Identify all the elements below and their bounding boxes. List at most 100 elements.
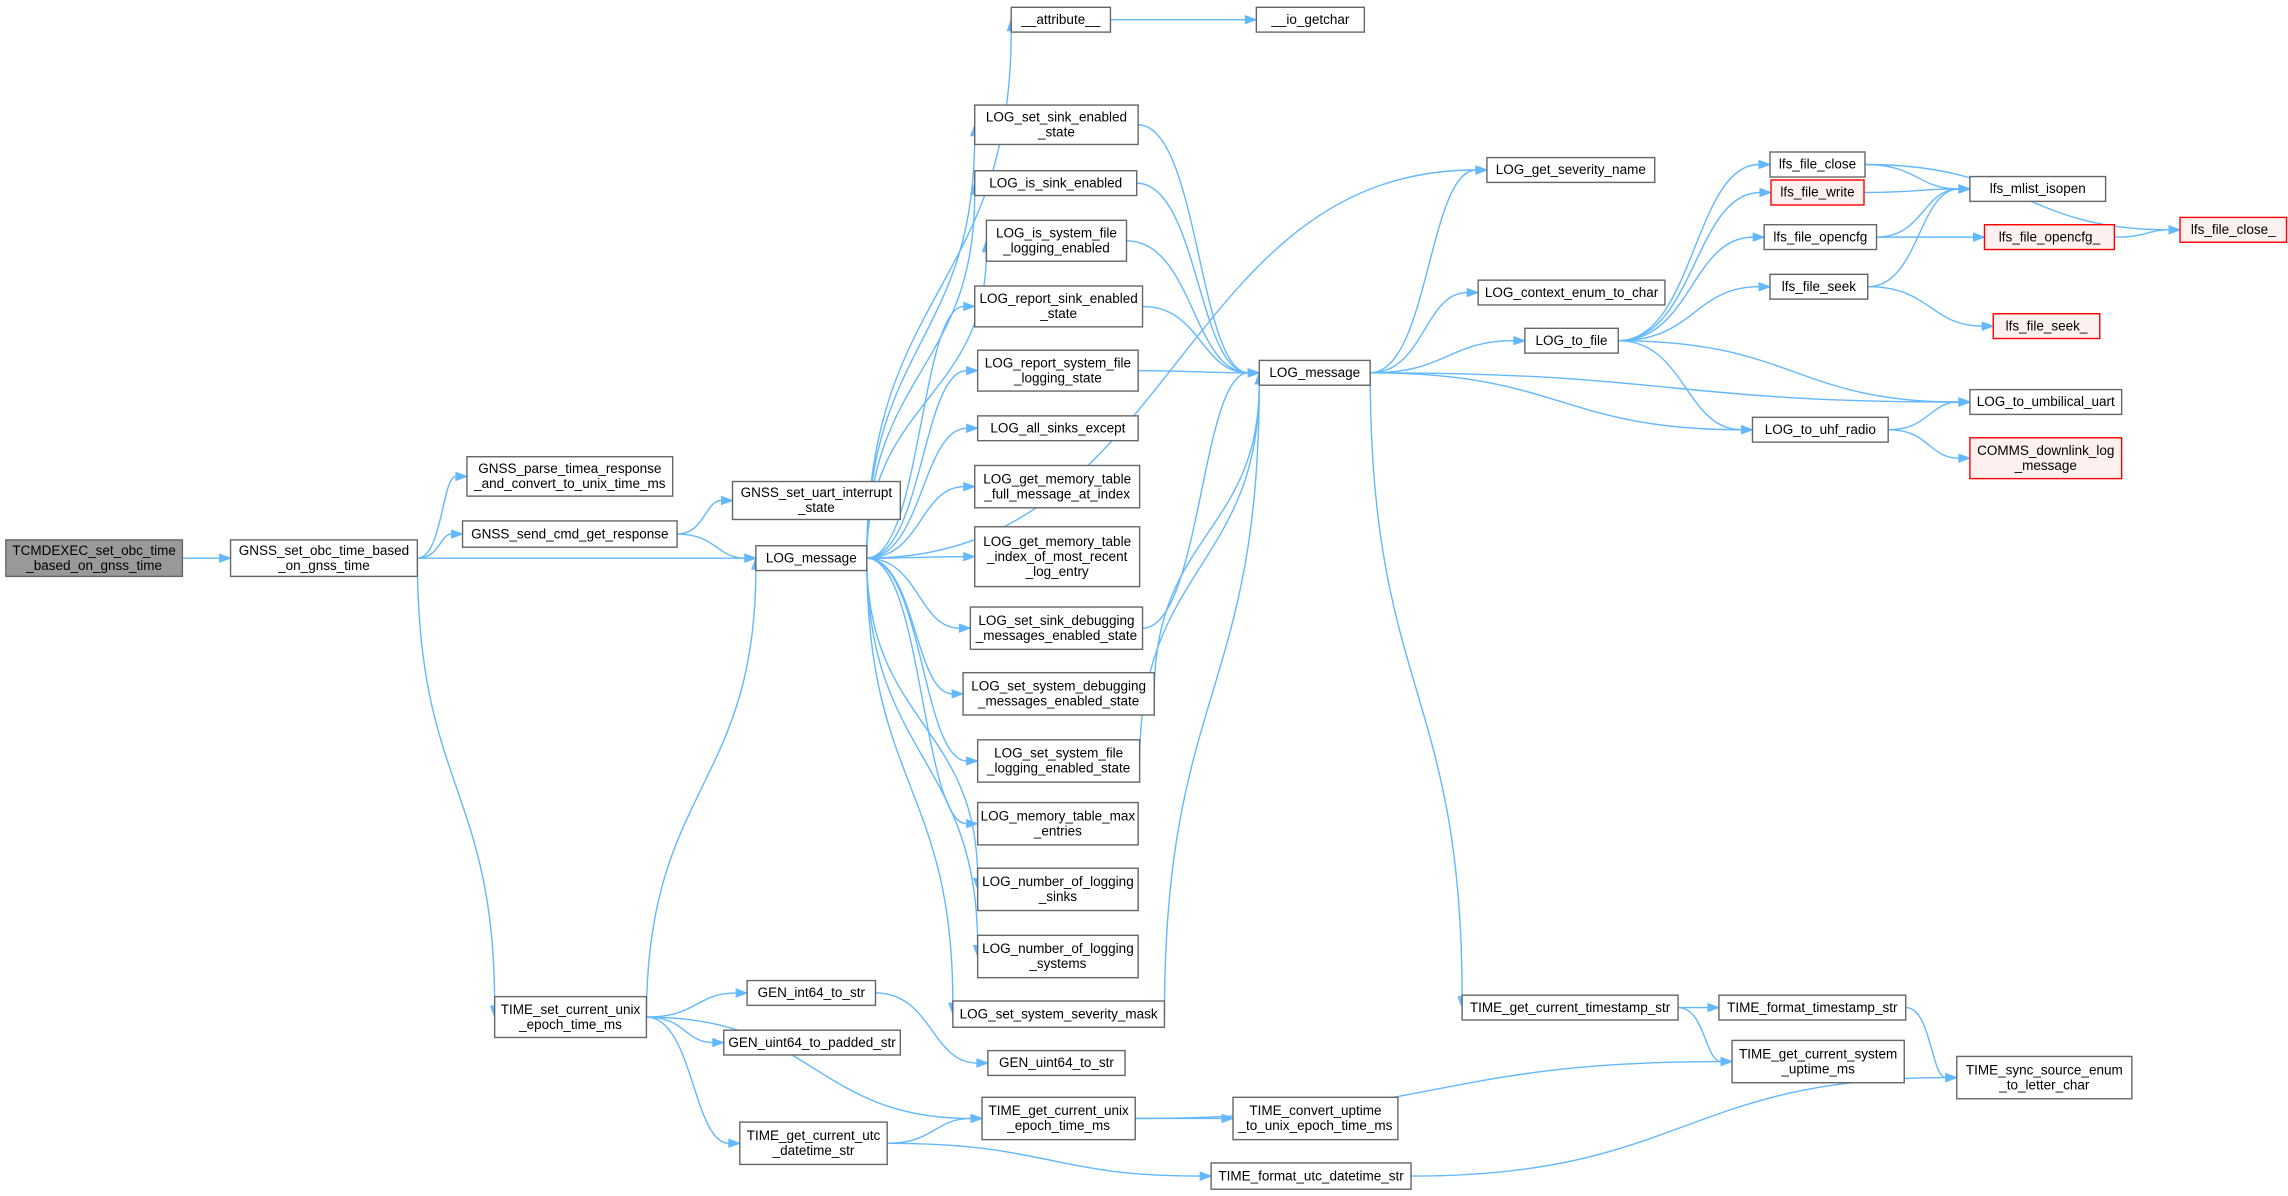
node-box[interactable]: [1210, 1162, 1412, 1190]
node-root[interactable]: TCMDEXEC_set_obc_time_based_on_gnss_time: [5, 539, 184, 578]
node-box[interactable]: [974, 104, 1139, 146]
node-time-utc-dt[interactable]: TIME_get_current_utc_datetime_str: [739, 1121, 888, 1166]
node-box[interactable]: [1255, 6, 1366, 33]
node-get-sev-name[interactable]: LOG_get_severity_name: [1486, 156, 1656, 184]
node-set-sys-dbg[interactable]: LOG_set_system_debugging_messages_enable…: [962, 671, 1155, 716]
node-box[interactable]: [976, 867, 1139, 912]
node-comms-dl[interactable]: COMMS_downlink_log_message: [1969, 437, 2123, 480]
node-log-uhf[interactable]: LOG_to_uhf_radio: [1751, 416, 1889, 443]
node-box[interactable]: [1751, 416, 1889, 443]
node-box[interactable]: [976, 801, 1139, 846]
node-box[interactable]: [731, 480, 902, 521]
node-box[interactable]: [976, 415, 1139, 442]
node-box[interactable]: [976, 349, 1139, 392]
node-ctx-enum[interactable]: LOG_context_enum_to_char: [1477, 279, 1666, 306]
node-box[interactable]: [1524, 327, 1619, 354]
node-box[interactable]: [969, 606, 1144, 651]
node-box[interactable]: [461, 520, 678, 548]
node-is-sink-en[interactable]: LOG_is_sink_enabled: [974, 170, 1138, 197]
node-gnss-uart[interactable]: GNSS_set_uart_interrupt_state: [731, 480, 902, 521]
node-box[interactable]: [723, 1029, 902, 1056]
node-set-sink-en[interactable]: LOG_set_sink_enabled_state: [974, 104, 1139, 146]
node-time-set-unix[interactable]: TIME_set_current_unix_epoch_time_ms: [493, 995, 648, 1039]
node-time-conv-up[interactable]: TIME_convert_uptime_to_unix_epoch_time_m…: [1232, 1096, 1399, 1141]
node-time-ts-str[interactable]: TIME_get_current_timestamp_str: [1461, 994, 1679, 1021]
node-box[interactable]: [1770, 179, 1865, 206]
node-set-sev-mask[interactable]: LOG_set_system_severity_mask: [952, 1000, 1166, 1028]
node-num-sinks[interactable]: LOG_number_of_logging_sinks: [976, 867, 1139, 912]
node-gen-int64[interactable]: GEN_int64_to_str: [746, 979, 877, 1007]
node-box[interactable]: [974, 464, 1141, 509]
node-box[interactable]: [976, 739, 1141, 783]
node-mem-full[interactable]: LOG_get_memory_table_full_message_at_ind…: [974, 464, 1141, 509]
node-all-sinks[interactable]: LOG_all_sinks_except: [976, 415, 1139, 442]
node-num-systems[interactable]: LOG_number_of_logging_systems: [976, 934, 1139, 979]
node-lfs-mlist[interactable]: lfs_mlist_isopen: [1969, 175, 2107, 203]
node-report-sink[interactable]: LOG_report_sink_enabled_state: [974, 285, 1144, 328]
node-io-getchar[interactable]: __io_getchar: [1255, 6, 1366, 33]
node-box[interactable]: [1258, 359, 1371, 386]
node-lfs-close[interactable]: lfs_file_close: [1769, 151, 1866, 178]
node-box[interactable]: [1232, 1096, 1399, 1141]
node-box[interactable]: [1477, 279, 1666, 306]
node-gnss-send[interactable]: GNSS_send_cmd_get_response: [461, 520, 678, 548]
node-mem-max[interactable]: LOG_memory_table_max_entries: [976, 801, 1139, 846]
node-box[interactable]: [974, 285, 1144, 328]
node-box[interactable]: [1010, 6, 1112, 33]
node-box[interactable]: [974, 170, 1138, 197]
node-box[interactable]: [1763, 224, 1878, 251]
node-box[interactable]: [739, 1121, 888, 1166]
node-box[interactable]: [962, 671, 1155, 716]
node-box[interactable]: [1769, 273, 1869, 300]
node-box[interactable]: [1769, 151, 1866, 178]
node-box[interactable]: [755, 545, 868, 572]
node-lfs-seek-[interactable]: lfs_file_seek_: [1992, 313, 2101, 340]
node-box[interactable]: [1969, 388, 2123, 416]
node-gnss-set[interactable]: GNSS_set_obc_time_based_on_gnss_time: [229, 539, 419, 578]
node-box[interactable]: [2179, 216, 2288, 243]
node-time-fmt-utc[interactable]: TIME_format_utc_datetime_str: [1210, 1162, 1412, 1190]
node-box[interactable]: [229, 539, 419, 578]
node-time-fmt-ts[interactable]: TIME_format_timestamp_str: [1718, 994, 1907, 1021]
node-log-umb[interactable]: LOG_to_umbilical_uart: [1969, 388, 2123, 416]
node-log-msg-a[interactable]: LOG_message: [755, 545, 868, 572]
node-lfs-opencfg-[interactable]: lfs_file_opencfg_: [1983, 224, 2116, 251]
node-box[interactable]: [1969, 175, 2107, 203]
node-time-sync-src[interactable]: TIME_sync_source_enum_to_letter_char: [1956, 1055, 2133, 1100]
node-box[interactable]: [1731, 1039, 1905, 1084]
node-box[interactable]: [1956, 1055, 2133, 1100]
node-box[interactable]: [1969, 437, 2123, 480]
node-box[interactable]: [466, 456, 674, 497]
node-box[interactable]: [1983, 224, 2116, 251]
node-attribute[interactable]: __attribute__: [1010, 6, 1112, 33]
node-lfs-seek[interactable]: lfs_file_seek: [1769, 273, 1869, 300]
node-set-sys-file[interactable]: LOG_set_system_file_logging_enabled_stat…: [976, 739, 1141, 783]
node-box[interactable]: [493, 995, 648, 1039]
node-box[interactable]: [1718, 994, 1907, 1021]
node-report-sys-file[interactable]: LOG_report_system_file_logging_state: [976, 349, 1139, 392]
node-mem-idx[interactable]: LOG_get_memory_table_index_of_most_recen…: [974, 526, 1141, 588]
node-is-sys-file[interactable]: LOG_is_system_file_logging_enabled: [985, 219, 1128, 262]
node-box[interactable]: [1461, 994, 1679, 1021]
node-box[interactable]: [1992, 313, 2101, 340]
node-gen-uint64[interactable]: GEN_uint64_to_str: [987, 1049, 1126, 1077]
node-gnss-parse[interactable]: GNSS_parse_timea_response_and_convert_to…: [466, 456, 674, 497]
node-box[interactable]: [987, 1049, 1126, 1077]
node-log-msg-b[interactable]: LOG_message: [1258, 359, 1371, 386]
node-box[interactable]: [746, 979, 877, 1007]
node-box[interactable]: [976, 934, 1139, 979]
node-time-sys-up[interactable]: TIME_get_current_system_uptime_ms: [1731, 1039, 1905, 1084]
node-time-get-unix[interactable]: TIME_get_current_unix_epoch_time_ms: [981, 1096, 1136, 1141]
node-set-sink-dbg[interactable]: LOG_set_sink_debugging_messages_enabled_…: [969, 606, 1144, 651]
node-lfs-opencfg[interactable]: lfs_file_opencfg: [1763, 224, 1878, 251]
node-log-to-file[interactable]: LOG_to_file: [1524, 327, 1619, 354]
node-lfs-close-[interactable]: lfs_file_close_: [2179, 216, 2288, 243]
node-lfs-write[interactable]: lfs_file_write: [1770, 179, 1865, 206]
node-box[interactable]: [1486, 156, 1656, 184]
node-box[interactable]: [981, 1096, 1136, 1141]
node-box[interactable]: [974, 526, 1141, 588]
node-box[interactable]: [985, 219, 1128, 262]
node-gen-uint64-pad[interactable]: GEN_uint64_to_padded_str: [723, 1029, 902, 1056]
node-box[interactable]: [952, 1000, 1166, 1028]
node-box[interactable]: [5, 539, 184, 578]
